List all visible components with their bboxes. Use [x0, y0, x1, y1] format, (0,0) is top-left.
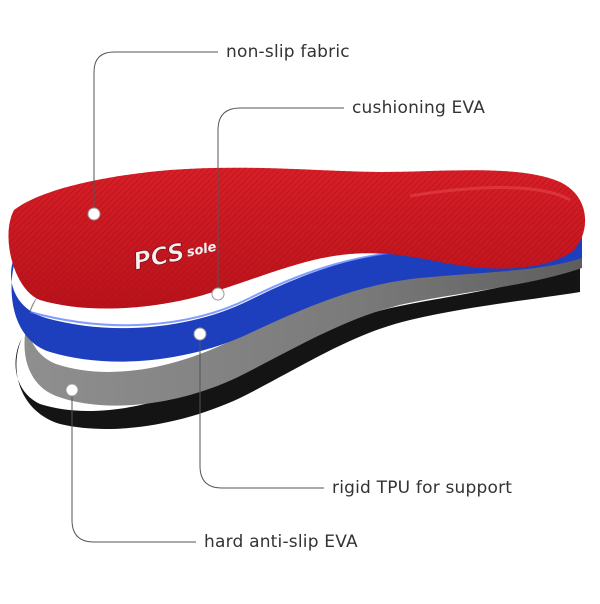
logo-sole-text: sole [185, 240, 218, 261]
label-non-slip-fabric: non-slip fabric [226, 42, 350, 62]
label-hard-anti-slip-eva: hard anti-slip EVA [204, 532, 358, 552]
layer-cushioning-eva [11, 236, 582, 362]
layer-rigid-tpu [24, 246, 583, 406]
heel-cup-highlight [409, 186, 571, 202]
callout-line-fabric [93, 51, 218, 214]
callout-dot-hard [65, 383, 79, 397]
fabric-texture [8, 167, 586, 309]
callout-dot-cushion [211, 287, 225, 301]
callout-line-cushion [217, 107, 344, 294]
callout-lines [71, 51, 344, 543]
callout-line-hard [71, 390, 196, 543]
label-cushioning-eva: cushioning EVA [352, 98, 486, 118]
callout-dot-tpu [193, 327, 207, 341]
callout-line-tpu [199, 334, 324, 489]
callout-dot-fabric [87, 207, 101, 221]
label-rigid-tpu-for-support: rigid TPU for support [332, 478, 513, 498]
